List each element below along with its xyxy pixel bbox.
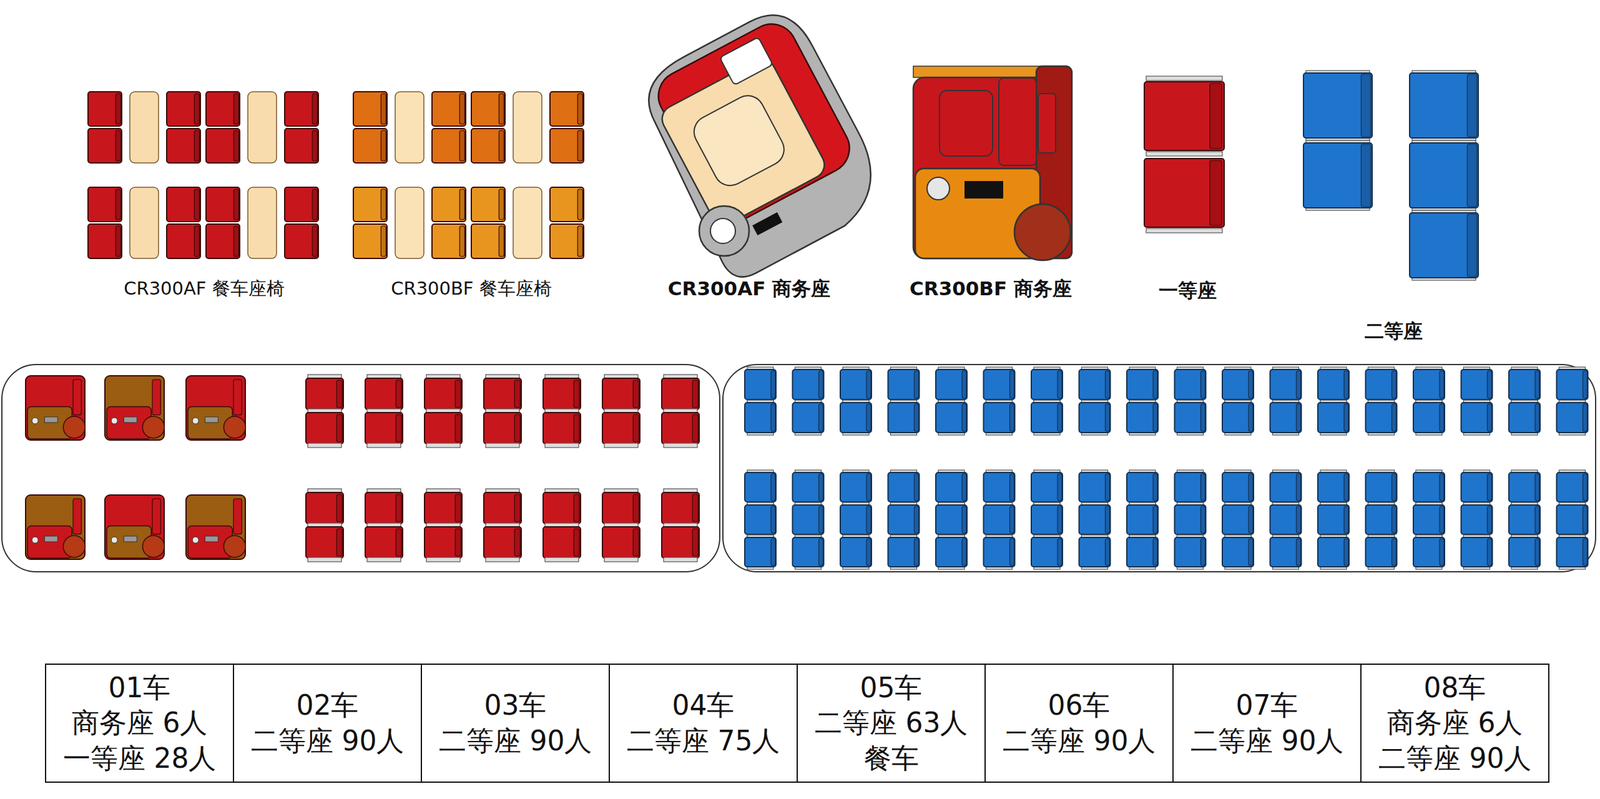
seat-caption: CR300AF 餐车座椅 (123, 276, 285, 302)
table-cell: 02车二等座 90人 (232, 663, 423, 783)
seat-caption: CR300BF 商务座 (909, 275, 1072, 303)
seat-caption: CR300AF 商务座 (667, 275, 831, 303)
car-table: 01车商务座 6人一等座 28人02车二等座 90人03车二等座 90人04车二… (46, 663, 1550, 783)
table-text: 二等座 90人 (1378, 741, 1532, 776)
table-text: 二等座 63人 (814, 705, 969, 741)
seat-caption: 一等座 (1158, 277, 1217, 305)
table-cell: 04车二等座 75人 (608, 663, 798, 783)
table-cell: 05车二等座 63人餐车 (796, 663, 986, 783)
table-text: 07车 (1236, 687, 1299, 723)
table-text: 商务座 6人 (71, 705, 208, 741)
table-cell: 08车商务座 6人二等座 90人 (1360, 663, 1550, 783)
seat-caption: 二等座 (1364, 318, 1423, 345)
table-text: 06车 (1048, 687, 1111, 723)
table-text: 02车 (296, 687, 359, 723)
seat-caption: CR300BF 餐车座椅 (390, 276, 552, 302)
table-cell: 06车二等座 90人 (984, 663, 1174, 783)
table-text: 商务座 6人 (1387, 705, 1524, 741)
table-text: 04车 (672, 687, 735, 723)
seat-samples (88, 1, 1479, 285)
table-text: 08车 (1423, 670, 1487, 706)
table-text: 05车 (860, 670, 923, 706)
table-cell: 01车商务座 6人一等座 28人 (44, 663, 235, 783)
table-text: 03车 (484, 687, 547, 723)
table-text: 二等座 90人 (1190, 723, 1345, 759)
table-text: 二等座 90人 (1002, 723, 1157, 759)
car-layout (1, 364, 1596, 572)
table-cell: 03车二等座 90人 (420, 663, 610, 783)
table-text: 二等座 90人 (438, 723, 593, 759)
table-text: 二等座 75人 (626, 723, 781, 759)
table-cell: 07车二等座 90人 (1172, 663, 1362, 783)
table-text: 餐车 (863, 741, 919, 776)
table-text: 一等座 28人 (63, 741, 217, 776)
table-text: 二等座 90人 (250, 723, 405, 759)
table-text: 01车 (108, 670, 172, 706)
